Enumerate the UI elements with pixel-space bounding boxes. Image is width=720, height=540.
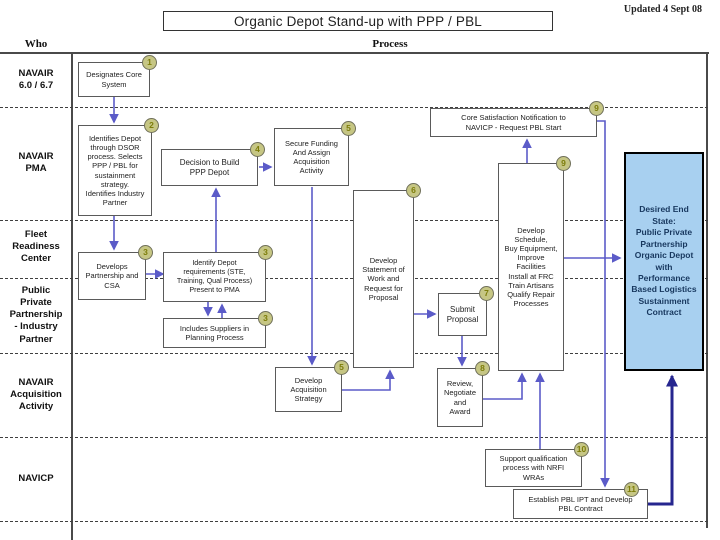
flow-box-label: Develop Statement of Work and Request fo…	[362, 256, 405, 302]
lane-divider	[0, 437, 708, 438]
flow-box-label: Core Satisfaction Notification to NAVICP…	[461, 113, 566, 132]
flow-box-review-negotiate-award: Review, Negotiate and Award 8	[437, 361, 490, 427]
flow-box-establish-pbl-ipt: Establish PBL IPT and Develop PBL Contra…	[513, 482, 648, 519]
who-header: Who	[24, 38, 48, 50]
flow-box-label: Decision to Build PPP Depot	[179, 157, 240, 177]
lane-label-fleet-readiness-center: Fleet Readiness Center	[12, 229, 60, 265]
flow-box-identify-depot-requirements: Identify Depot requirements (STE, Traini…	[163, 245, 273, 302]
updated-date: Updated 4 Sept 08	[623, 4, 702, 15]
flow-box-label: Designates Core System	[86, 70, 142, 89]
flow-box-support-qualification: Support qualification process with NRFI …	[485, 442, 589, 487]
step-badge: 3	[258, 245, 273, 260]
step-badge: 9	[556, 156, 571, 171]
flow-box-label: Includes Suppliers in Planning Process	[179, 323, 250, 342]
lane-divider	[0, 107, 708, 108]
flow-box-develops-partnership-csa: Develops Partnership and CSA 3	[78, 245, 153, 300]
flow-box-submit-proposal: Submit Proposal 7	[438, 286, 494, 336]
flow-box-label: Support qualification process with NRFI …	[499, 454, 568, 482]
step-badge: 3	[258, 311, 273, 326]
flow-box-core-satisfaction-notification: Core Satisfaction Notification to NAVICP…	[430, 101, 604, 137]
flow-box-secure-funding: Secure Funding And Assign Acquisition Ac…	[274, 121, 356, 186]
flow-box-develop-schedule-buy-equipment: Develop Schedule, Buy Equipment, Improve…	[498, 156, 571, 371]
lane-label-navair-acquisition-activity: NAVAIR Acquisition Activity	[10, 377, 62, 413]
flow-box-label: Develop Schedule, Buy Equipment, Improve…	[504, 225, 558, 308]
right-border	[706, 52, 708, 528]
page-title: Organic Depot Stand-up with PPP / PBL	[233, 13, 483, 29]
flow-box-develop-acquisition-strategy: Develop Acquisition Strategy 5	[275, 360, 349, 412]
flow-box-designates-core-system: Designates Core System 1	[78, 55, 157, 97]
flow-box-develop-sow-rfp: Develop Statement of Work and Request fo…	[353, 183, 421, 368]
flow-box-label: Develops Partnership and CSA	[85, 262, 139, 290]
step-badge: 1	[142, 55, 157, 70]
lane-divider	[0, 521, 708, 522]
step-badge: 11	[624, 482, 639, 497]
desired-end-state-box: Desired End State: Public Private Partne…	[624, 152, 704, 371]
lane-label-navair-pma: NAVAIR PMA	[18, 151, 54, 175]
process-header: Process	[372, 38, 408, 50]
title-box: Organic Depot Stand-up with PPP / PBL	[163, 11, 553, 31]
header-rule	[0, 52, 709, 54]
step-badge: 5	[334, 360, 349, 375]
step-badge: 7	[479, 286, 494, 301]
flow-box-label: Submit Proposal	[446, 304, 479, 324]
who-process-divider	[71, 52, 73, 540]
flow-box-decision-to-build: Decision to Build PPP Depot 4	[161, 142, 265, 186]
desired-end-state-label: Desired End State: Public Private Partne…	[631, 204, 697, 318]
flow-box-label: Identify Depot requirements (STE, Traini…	[176, 258, 253, 294]
step-badge: 4	[250, 142, 265, 157]
step-badge: 9	[589, 101, 604, 116]
flow-box-label: Review, Negotiate and Award	[443, 379, 477, 416]
step-badge: 6	[406, 183, 421, 198]
step-badge: 5	[341, 121, 356, 136]
lane-label-ppp-industry-partner: Public Private Partnership - Industry Pa…	[9, 285, 63, 345]
step-badge: 2	[144, 118, 159, 133]
step-badge: 3	[138, 245, 153, 260]
step-badge: 8	[475, 361, 490, 376]
flow-box-label: Develop Acquisition Strategy	[290, 375, 327, 404]
step-badge: 10	[574, 442, 589, 457]
flow-box-label: Identifies Depot through DSOR process. S…	[85, 133, 145, 207]
flow-box-identifies-depot-dsor: Identifies Depot through DSOR process. S…	[78, 118, 159, 216]
lane-label-navicp: NAVICP	[18, 473, 54, 484]
lane-label-navair-60-67: NAVAIR 6.0 / 6.7	[18, 68, 54, 92]
flow-box-label: Establish PBL IPT and Develop PBL Contra…	[528, 494, 633, 513]
flow-box-includes-suppliers: Includes Suppliers in Planning Process 3	[163, 311, 273, 348]
flow-box-label: Secure Funding And Assign Acquisition Ac…	[285, 138, 338, 176]
